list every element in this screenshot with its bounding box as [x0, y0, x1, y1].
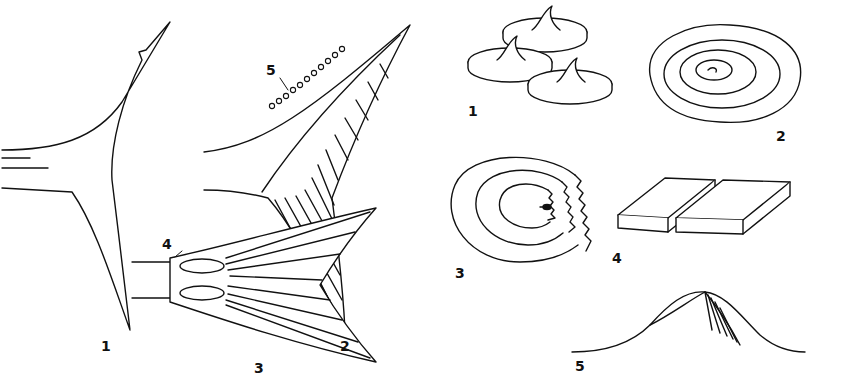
callout-number: 1	[101, 338, 111, 354]
callout-number: 4	[162, 236, 172, 252]
callout-number: 4	[612, 250, 622, 266]
heterocercal-tail	[2, 22, 170, 330]
callout-number: 1	[468, 103, 478, 119]
callout-number: 3	[455, 265, 465, 281]
callout-number: 5	[266, 62, 276, 78]
homocercal-tail	[132, 208, 376, 362]
callout-number: 5	[575, 358, 585, 374]
ctenoid-scale	[451, 157, 591, 262]
callout-number: 2	[776, 128, 786, 144]
placoid-scale-section	[572, 292, 805, 352]
callout-number: 3	[254, 360, 264, 376]
ganoid-scales	[618, 178, 790, 234]
placoid-scales	[468, 6, 612, 104]
cycloid-scale	[650, 25, 801, 123]
callout-number: 2	[340, 338, 350, 354]
